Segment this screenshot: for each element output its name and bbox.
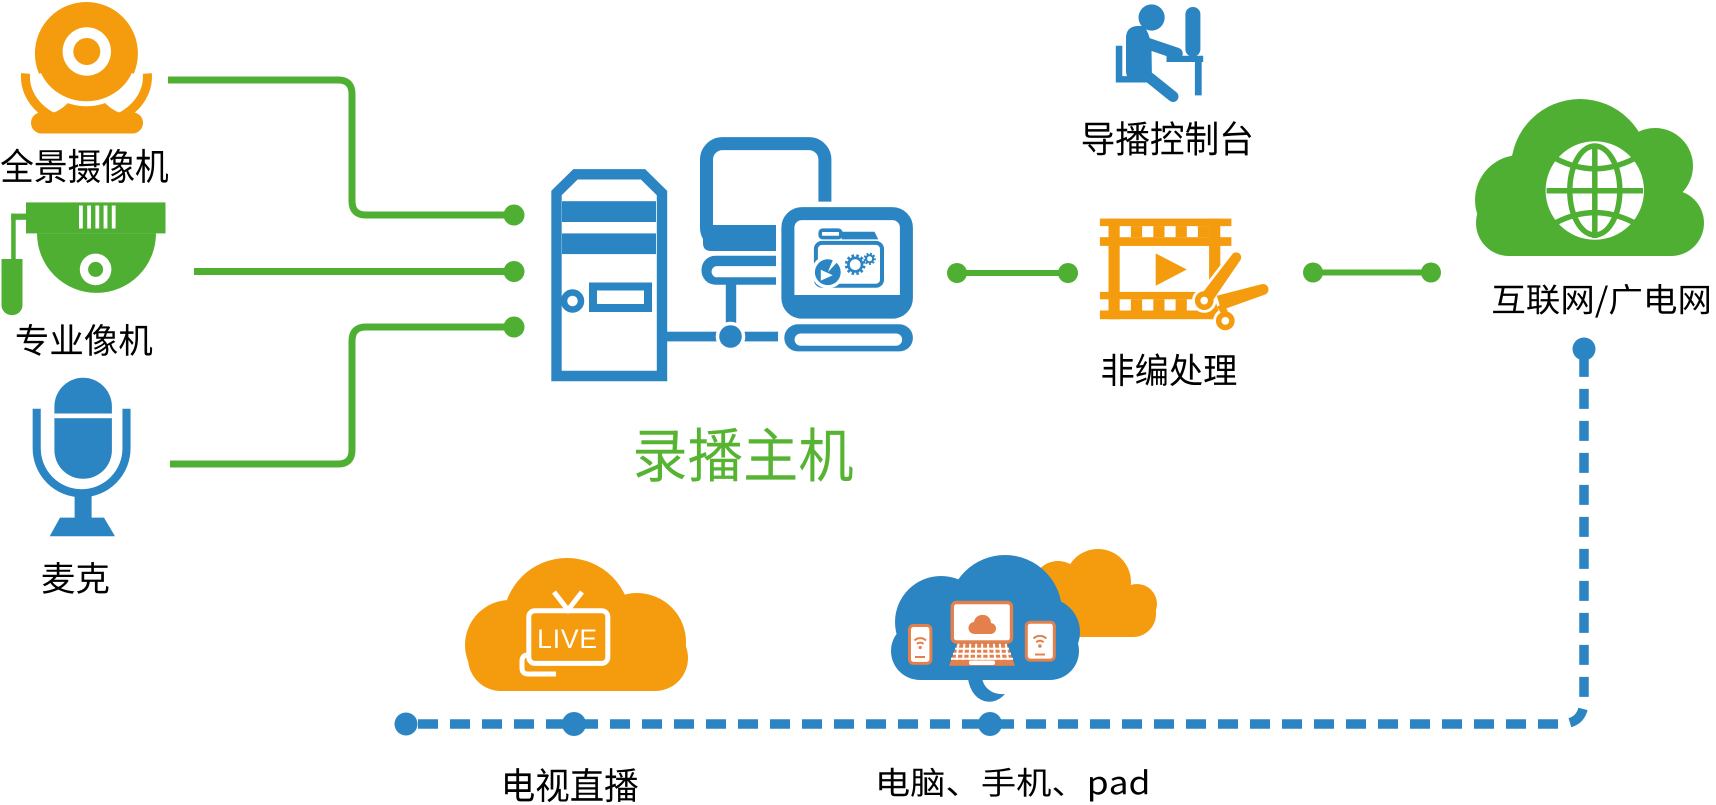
svg-text:LIVE: LIVE — [537, 624, 598, 654]
